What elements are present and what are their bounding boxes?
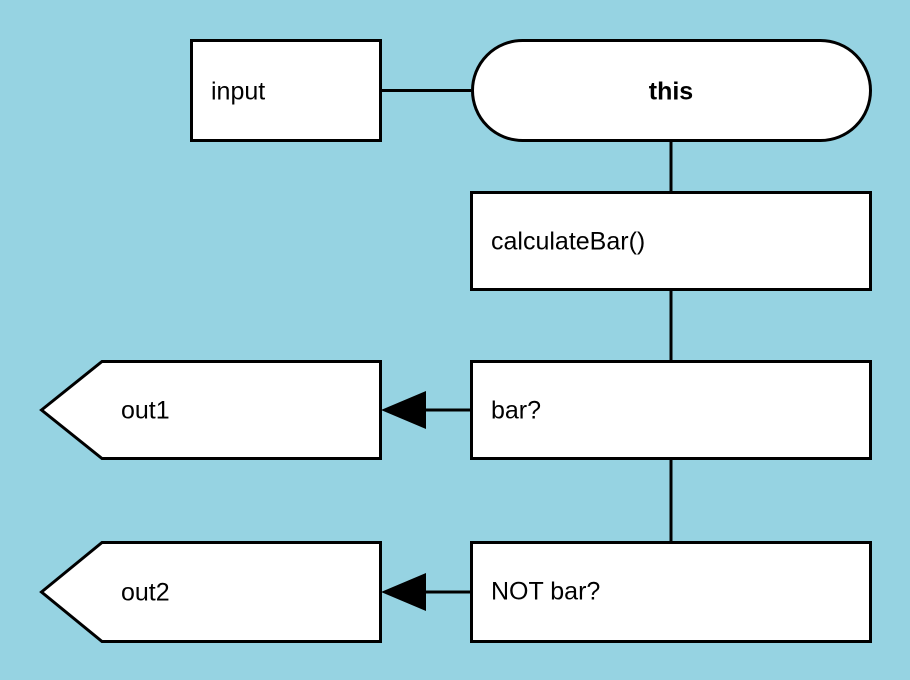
node-out1-label: out1 <box>121 397 170 425</box>
arrowhead-notbar-to-out2 <box>381 573 426 611</box>
node-bar-label: bar? <box>491 397 541 425</box>
node-notbar-shape <box>470 541 872 643</box>
node-calculatebar[interactable]: calculateBar() <box>470 191 872 291</box>
node-this[interactable]: this <box>471 39 872 142</box>
node-input[interactable]: input <box>190 39 382 142</box>
node-bar-shape <box>470 360 872 460</box>
node-calculatebar-shape <box>470 191 872 291</box>
node-this-label: this <box>649 78 693 106</box>
node-out2-shape <box>39 541 382 643</box>
node-out2-label: out2 <box>121 579 170 607</box>
node-input-shape <box>190 39 382 142</box>
node-input-label: input <box>211 78 265 106</box>
node-notbar[interactable]: NOT bar? <box>470 541 872 643</box>
node-out1[interactable]: out1 <box>39 360 382 460</box>
node-calculatebar-label: calculateBar() <box>491 228 645 256</box>
node-bar[interactable]: bar? <box>470 360 872 460</box>
node-out2[interactable]: out2 <box>39 541 382 643</box>
node-notbar-label: NOT bar? <box>491 578 600 606</box>
node-this-shape <box>471 39 872 142</box>
node-out1-shape <box>39 360 382 460</box>
arrowhead-bar-to-out1 <box>381 391 426 429</box>
